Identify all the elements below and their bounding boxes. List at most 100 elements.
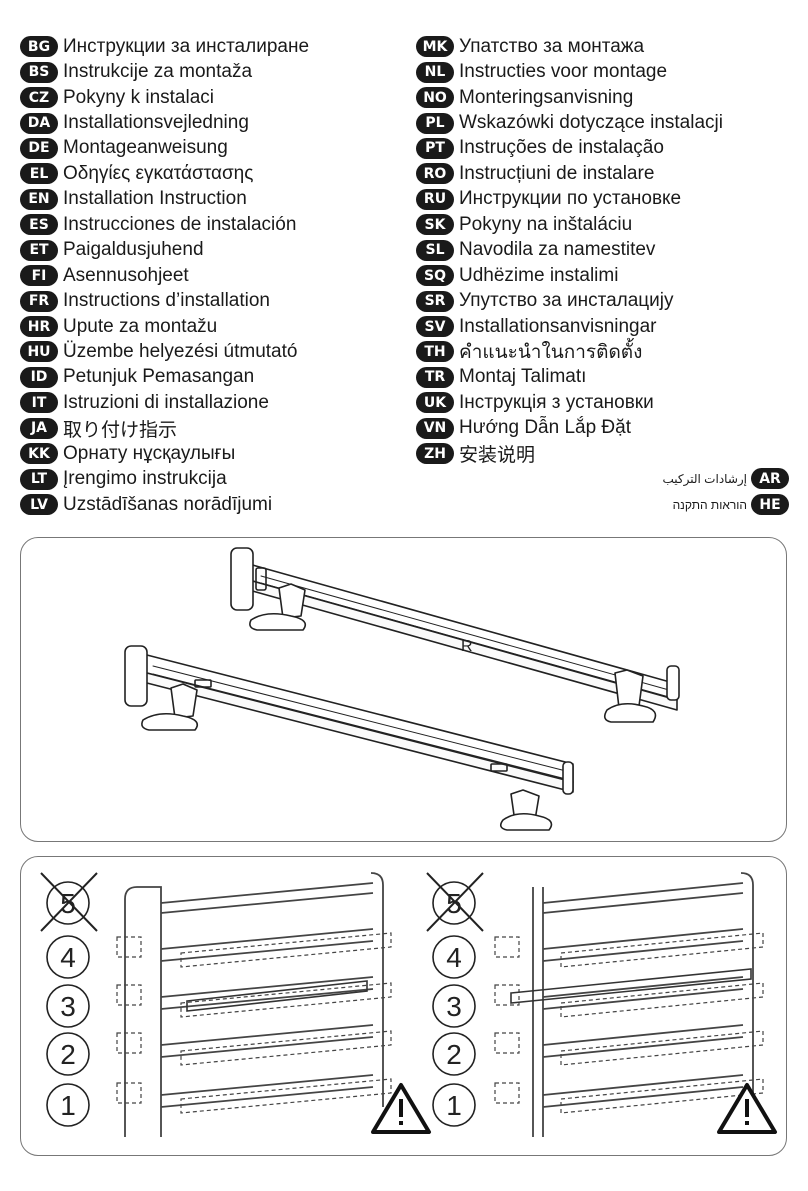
language-text: Орнату нұсқаулығы bbox=[63, 442, 236, 464]
language-code-badge: FR bbox=[20, 290, 58, 312]
language-text: Инструкции за инсталиране bbox=[63, 35, 310, 57]
language-text: Οδηγίες εγκατάστασης bbox=[63, 162, 254, 184]
language-text: Instructies voor montage bbox=[459, 61, 668, 83]
language-code-badge: PT bbox=[416, 137, 454, 159]
level-markers-left: 5 4 3 2 1 bbox=[40, 872, 98, 1127]
warning-triangle-icon bbox=[371, 1083, 431, 1134]
language-text: إرشادات التركيب bbox=[662, 471, 748, 486]
telescopic-rails-illustration: R bbox=[124, 547, 680, 831]
language-text: Paigaldusjuhend bbox=[63, 239, 204, 261]
language-text: Pokyny k instalaci bbox=[63, 86, 215, 108]
level-number: 3 bbox=[60, 991, 76, 1022]
language-code-badge: ZH bbox=[416, 443, 454, 465]
language-text: Installationsanvisningar bbox=[459, 315, 657, 337]
level-markers-right: 5 4 3 2 1 bbox=[426, 872, 484, 1127]
language-text: Instrukcije za montaža bbox=[63, 61, 253, 83]
right-rail-drawing bbox=[230, 547, 680, 723]
level-number: 2 bbox=[60, 1039, 76, 1070]
language-code-badge: HE bbox=[751, 494, 789, 515]
language-code-badge: ID bbox=[20, 366, 58, 388]
language-code-badge: TH bbox=[416, 341, 454, 363]
language-code-badge: MK bbox=[416, 36, 454, 58]
shelf-levels-illustration: 5 4 3 2 1 bbox=[40, 872, 777, 1137]
level-number-crossed: 5 bbox=[60, 888, 76, 919]
language-code-badge: FI bbox=[20, 265, 58, 287]
language-text: Udhëzime instalimi bbox=[459, 264, 619, 286]
language-text: 取り付け指示 bbox=[63, 419, 178, 441]
language-code-badge: NO bbox=[416, 87, 454, 109]
language-row-he: הוראות התקנה HE bbox=[673, 492, 789, 517]
language-text: Hướng Dẫn Lắp Đặt bbox=[459, 417, 631, 439]
rail-side-label: R bbox=[461, 638, 473, 655]
level-number: 1 bbox=[60, 1090, 76, 1121]
language-code-badge: BG bbox=[20, 36, 58, 58]
language-code-badge: RU bbox=[416, 188, 454, 210]
language-code-badge: ET bbox=[20, 239, 58, 261]
language-text: Pokyny na inštaláciu bbox=[459, 213, 633, 235]
language-code-badge: CZ bbox=[20, 87, 58, 109]
language-text: Instruções de instalação bbox=[459, 137, 664, 159]
language-text: Installation Instruction bbox=[63, 188, 247, 210]
language-text: Упатство за монтажа bbox=[459, 35, 645, 57]
language-text: Instrucțiuni de instalare bbox=[459, 162, 655, 184]
language-text: Instructions d’installation bbox=[63, 290, 270, 312]
language-code-badge: SR bbox=[416, 290, 454, 312]
language-code-badge: UK bbox=[416, 392, 454, 414]
language-code-badge: ES bbox=[20, 214, 58, 236]
language-text: Installationsvejledning bbox=[63, 112, 249, 134]
language-text: הוראות התקנה bbox=[672, 497, 747, 512]
language-text: Asennusohjeet bbox=[63, 264, 189, 286]
language-text: Інструкція з установки bbox=[459, 391, 654, 413]
language-code-badge: EL bbox=[20, 163, 58, 185]
language-text: Инструкции по установке bbox=[459, 188, 682, 210]
language-code-badge: LT bbox=[20, 468, 58, 490]
language-code-badge: IT bbox=[20, 392, 58, 414]
language-text: Упутство за инсталацију bbox=[459, 290, 674, 312]
language-code-badge: SV bbox=[416, 316, 454, 338]
language-row-ar: إرشادات التركيب AR bbox=[662, 466, 789, 491]
language-code-badge: PL bbox=[416, 112, 454, 134]
level-number: 4 bbox=[446, 942, 462, 973]
oven-rack-left bbox=[116, 872, 392, 1137]
left-rail-drawing bbox=[124, 645, 574, 831]
language-code-badge: SL bbox=[416, 239, 454, 261]
language-code-badge: DA bbox=[20, 112, 58, 134]
language-text: 安装说明 bbox=[459, 445, 536, 467]
level-number: 2 bbox=[446, 1039, 462, 1070]
language-text: Wskazówki dotyczące instalacji bbox=[459, 112, 723, 134]
level-number: 4 bbox=[60, 942, 76, 973]
language-text: คำแนะนำในการติดตั้ง bbox=[459, 341, 643, 363]
level-number-crossed: 5 bbox=[446, 888, 462, 919]
language-text: Instrucciones de instalación bbox=[63, 213, 297, 235]
language-text: Įrengimo instrukcija bbox=[63, 468, 227, 490]
language-code-badge: TR bbox=[416, 366, 454, 388]
language-text: Uzstādīšanas norādījumi bbox=[63, 493, 273, 515]
language-code-badge: HR bbox=[20, 316, 58, 338]
